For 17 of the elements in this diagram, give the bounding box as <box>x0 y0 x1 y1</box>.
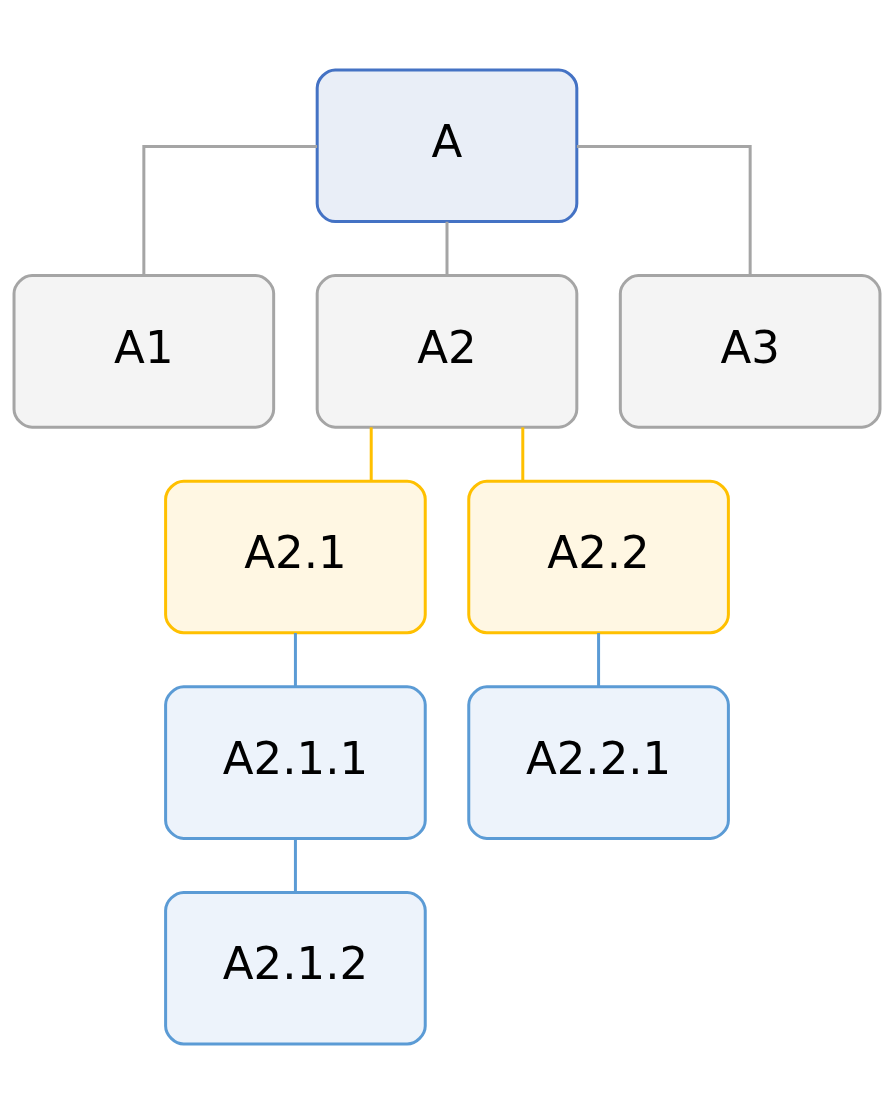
node-box: A2 <box>315 274 579 429</box>
node-box: A3 <box>618 274 882 429</box>
connector <box>521 427 525 481</box>
node-box: A2.1.2 <box>164 890 427 1046</box>
connector <box>597 632 601 687</box>
node-box: A2.1.1 <box>164 685 427 840</box>
node-box: A <box>315 68 579 224</box>
node-box: A2.2.1 <box>467 685 730 840</box>
connector <box>293 838 297 892</box>
connector <box>293 632 297 687</box>
connector <box>369 427 373 481</box>
connector <box>142 145 318 276</box>
node-box: A2.2 <box>467 479 730 635</box>
node-box: A1 <box>12 274 276 429</box>
node-box: A2.1 <box>164 479 427 635</box>
connector <box>576 145 752 276</box>
connector <box>445 221 449 276</box>
